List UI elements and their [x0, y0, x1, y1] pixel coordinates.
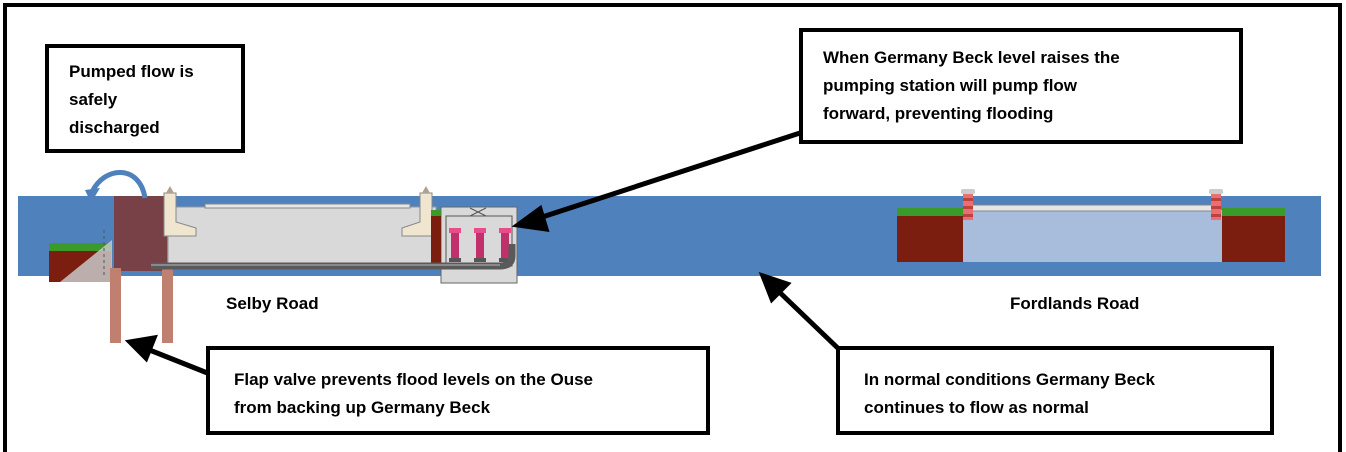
flap-valve-line: from backing up Germany Beck: [234, 398, 491, 417]
discharge-arrow: [89, 170, 148, 199]
pumping-station-line: forward, preventing flooding: [823, 104, 1054, 123]
fordlands-left-grass: [897, 208, 963, 216]
flap-valve-arrowhead: [124, 334, 158, 363]
pump-icon: [499, 228, 511, 262]
fordlands-right-soil: [1222, 215, 1285, 262]
fordlands-left-soil: [897, 215, 963, 262]
wing-wall-right: [401, 192, 433, 237]
flap-valve-callout: Flap valve prevents flood levels on the …: [206, 346, 710, 435]
pumping-station-line: When Germany Beck level raises the: [823, 48, 1120, 67]
left-bank-grass: [49, 243, 111, 251]
discharge-pipe: [151, 244, 516, 270]
pumped-flow-line: discharged: [69, 118, 160, 137]
selby-road-surface: [204, 203, 411, 209]
parapet-left: [961, 189, 975, 220]
normal-conditions-callout: In normal conditions Germany Beck contin…: [836, 346, 1274, 435]
discharge-arrowhead: [85, 188, 100, 203]
fordlands-road-surface: [969, 204, 1216, 212]
selby-road-label: Selby Road: [226, 294, 319, 313]
pumping-station-arrowhead: [511, 204, 550, 233]
normal-flow-arrow-line: [770, 283, 847, 357]
pile-left: [110, 268, 121, 343]
normal-conditions-line: continues to flow as normal: [864, 398, 1089, 417]
pile-right: [162, 268, 173, 343]
pumped-flow-callout: Pumped flow is safely discharged: [45, 44, 245, 153]
flap-valve-chamber: [114, 196, 167, 271]
hatch-line-2: [469, 207, 487, 217]
wing-wall-left: [163, 192, 197, 237]
bollard-left: [166, 186, 174, 193]
fordlands-culvert: [963, 210, 1225, 262]
bollard-right: [422, 186, 430, 193]
right-bank-soil: [431, 215, 441, 267]
fordlands-right-grass: [1222, 208, 1285, 216]
pumping-station-arrow-line: [529, 130, 801, 224]
right-bank-grass: [431, 210, 441, 216]
fordlands-road-label: Fordlands Road: [1010, 294, 1140, 313]
pump-icon: [449, 228, 461, 262]
pumped-flow-line: Pumped flow is: [69, 62, 194, 81]
pumped-flow-line: safely: [69, 90, 118, 109]
normal-flow-arrowhead: [758, 271, 792, 304]
pumping-station-line: pumping station will pump flow: [823, 76, 1078, 95]
parapet-right: [1209, 189, 1223, 220]
pump-icon: [474, 228, 486, 262]
left-bank-slope: [60, 240, 112, 282]
pumping-station-callout: When Germany Beck level raises the pumpi…: [799, 28, 1243, 144]
flap-valve-line: Flap valve prevents flood levels on the …: [234, 370, 594, 389]
normal-conditions-line: In normal conditions Germany Beck: [864, 370, 1155, 389]
selby-culvert: [167, 206, 437, 270]
